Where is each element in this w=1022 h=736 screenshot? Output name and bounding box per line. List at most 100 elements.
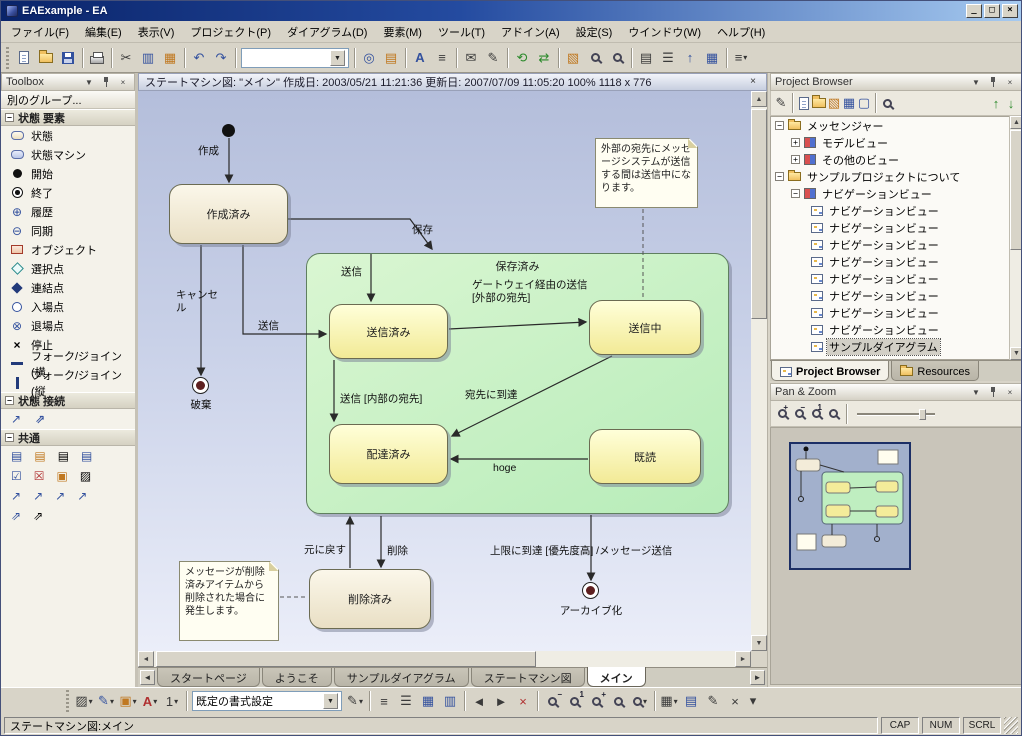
tab-main[interactable]: メイン [586,667,646,687]
state-sent[interactable]: 送信済み [329,304,448,359]
state-delivered[interactable]: 配達済み [329,424,448,484]
collapse-icon[interactable]: − [775,121,784,130]
zoom-out-icon[interactable]: − [541,690,563,712]
menu-settings[interactable]: 設定(S) [575,26,613,39]
toolbox-item-terminate[interactable]: ×停止 [1,335,135,354]
artifact-icon[interactable]: ▤ [11,449,23,463]
toolbox-item-fork-vertical[interactable]: フォーク/ジョイン(縦 [1,370,135,398]
toolbox-more-groups-button[interactable]: 別のグループ... [1,91,135,109]
new-file-icon[interactable] [13,47,35,69]
zoom-100-icon[interactable]: 1 [809,403,823,425]
previous-diagram-icon[interactable]: ◄ [472,693,486,709]
menu-view[interactable]: 表示(V) [137,26,175,39]
toolbox-section-state-elements[interactable]: − 状態 要素 [1,109,135,126]
zoom-in-icon[interactable]: + [585,690,607,712]
final-node-archive[interactable] [582,582,599,599]
copy-icon[interactable]: ▥ [141,49,155,65]
tab-sample-diagram[interactable]: サンプルダイアグラム [333,668,469,687]
toolbox-item-final[interactable]: 終了 [1,183,135,202]
collapse-icon[interactable]: − [5,433,14,442]
tree-scrollbar[interactable]: ▲ ▼ [1009,116,1021,360]
undo-icon[interactable]: ↶ [193,49,205,65]
transition-icon[interactable]: ↗ [11,412,22,426]
next-diagram-icon[interactable]: ► [494,693,508,709]
package-element-icon[interactable]: ▣ [56,469,68,483]
anchor-link-icon[interactable]: ⇗ [33,509,44,523]
document-icon[interactable]: ▤ [34,449,46,463]
scroll-up-icon[interactable]: ▲ [751,91,767,107]
state-read[interactable]: 既読 [589,429,701,484]
close-button[interactable]: × [1002,4,1018,18]
expand-icon[interactable]: + [791,138,800,147]
pan-zoom-pin-icon[interactable] [986,386,1000,399]
paste-icon[interactable]: ▦ [163,49,177,65]
state-created[interactable]: 作成済み [169,184,288,244]
upload-icon[interactable]: ↑ [686,50,694,65]
menu-diagram[interactable]: ダイアグラム(D) [287,26,368,39]
vertical-scroll-thumb[interactable] [751,109,767,319]
move-down-icon[interactable]: ↓ [1007,95,1015,111]
find-icon[interactable] [880,92,894,114]
list-icon[interactable]: ≡ [438,50,446,65]
find-in-browser-icon[interactable] [606,47,628,69]
tree-item-navigation-diagram[interactable]: ナビゲーションビュー [771,270,1021,287]
new-element-icon[interactable]: ▢ [857,95,871,110]
transition-save[interactable] [288,218,433,251]
redo-icon[interactable]: ↷ [215,49,227,65]
tree-item-navigation-diagram[interactable]: ナビゲーションビュー [771,304,1021,321]
new-diagram-icon[interactable]: ▦ [842,95,856,110]
scroll-down-icon[interactable]: ▼ [1010,347,1021,360]
fill-color-icon[interactable]: ▣▾ [117,690,139,712]
appearance-icon[interactable]: ▨▾ [73,690,95,712]
structure-icon[interactable]: ☰ [662,49,674,65]
object-flow-icon[interactable]: ⇗ [35,412,46,426]
zoom-out-icon[interactable]: − [792,403,806,425]
text-element-icon[interactable]: ▤ [81,449,93,463]
toolbox-item-statemachine[interactable]: 状態マシン [1,145,135,164]
delete-icon[interactable]: × [519,693,527,709]
toolbox-item-object[interactable]: オブジェクト [1,240,135,259]
toolbox-section-common[interactable]: − 共通 [1,429,135,446]
combo-dropdown-icon[interactable]: ▼ [323,693,338,709]
toolbox-item-exit-point[interactable]: ⊗退場点 [1,316,135,335]
collapse-icon[interactable]: − [791,189,800,198]
tab-welcome[interactable]: ようこそ [261,668,332,687]
pan-zoom-close-icon[interactable]: × [1007,387,1013,397]
initial-node[interactable] [222,124,235,137]
pan-zoom-menu-icon[interactable]: ▼ [972,387,980,397]
image-icon[interactable]: ▤ [684,693,698,708]
toolbox-item-fork-horizontal[interactable]: フォーク/ジョイン(横 [1,351,135,379]
align-center-icon[interactable]: ☰ [400,693,412,708]
font-icon[interactable]: A [415,50,425,65]
zoom-100-icon[interactable]: 1 [563,690,585,712]
tree-item-navigation-diagram[interactable]: ナビゲーションビュー [771,236,1021,253]
toolbox-item-junction[interactable]: 連結点 [1,278,135,297]
edit-element-icon[interactable]: ✎ [775,95,787,110]
toolbar-overflow-icon[interactable]: ▾ [749,693,757,708]
dependency-icon[interactable]: ↗ [11,489,22,503]
toolbox-item-choice[interactable]: 選択点 [1,259,135,278]
tree-item-navigation-view[interactable]: −ナビゲーションビュー [771,185,1021,202]
menu-project[interactable]: プロジェクト(P) [190,26,272,39]
tree-item-navigation-diagram[interactable]: ナビゲーションビュー [771,202,1021,219]
move-up-icon[interactable]: ↑ [992,95,1000,111]
minimize-button[interactable]: _ [966,4,982,18]
search-icon[interactable] [584,47,606,69]
menu-element[interactable]: 要素(M) [383,26,422,39]
collapse-icon[interactable]: − [5,396,14,405]
menu-help[interactable]: ヘルプ(H) [717,26,766,39]
new-document-icon[interactable] [797,92,811,114]
constraint-icon[interactable]: ☑ [11,469,22,483]
tab-scroll-right-icon[interactable]: ► [750,670,765,685]
toolbox-item-state[interactable]: 状態 [1,126,135,145]
diagram-thumbnail[interactable] [789,442,911,573]
zoom-custom-icon[interactable]: ▾ [629,690,651,712]
realization-icon[interactable]: ↗ [33,489,44,503]
tree-item-navigation-diagram[interactable]: ナビゲーションビュー [771,287,1021,304]
tab-resources[interactable]: Resources [891,361,979,381]
project-browser-close-icon[interactable]: × [1007,77,1013,87]
note-deleted[interactable]: メッセージが削除済みアイテムから削除された場合に発生します。 [179,561,279,641]
zoom-fit-icon[interactable] [607,690,629,712]
tab-project-browser[interactable]: Project Browser [771,361,890,381]
project-browser-menu-icon[interactable]: ▼ [972,77,980,87]
